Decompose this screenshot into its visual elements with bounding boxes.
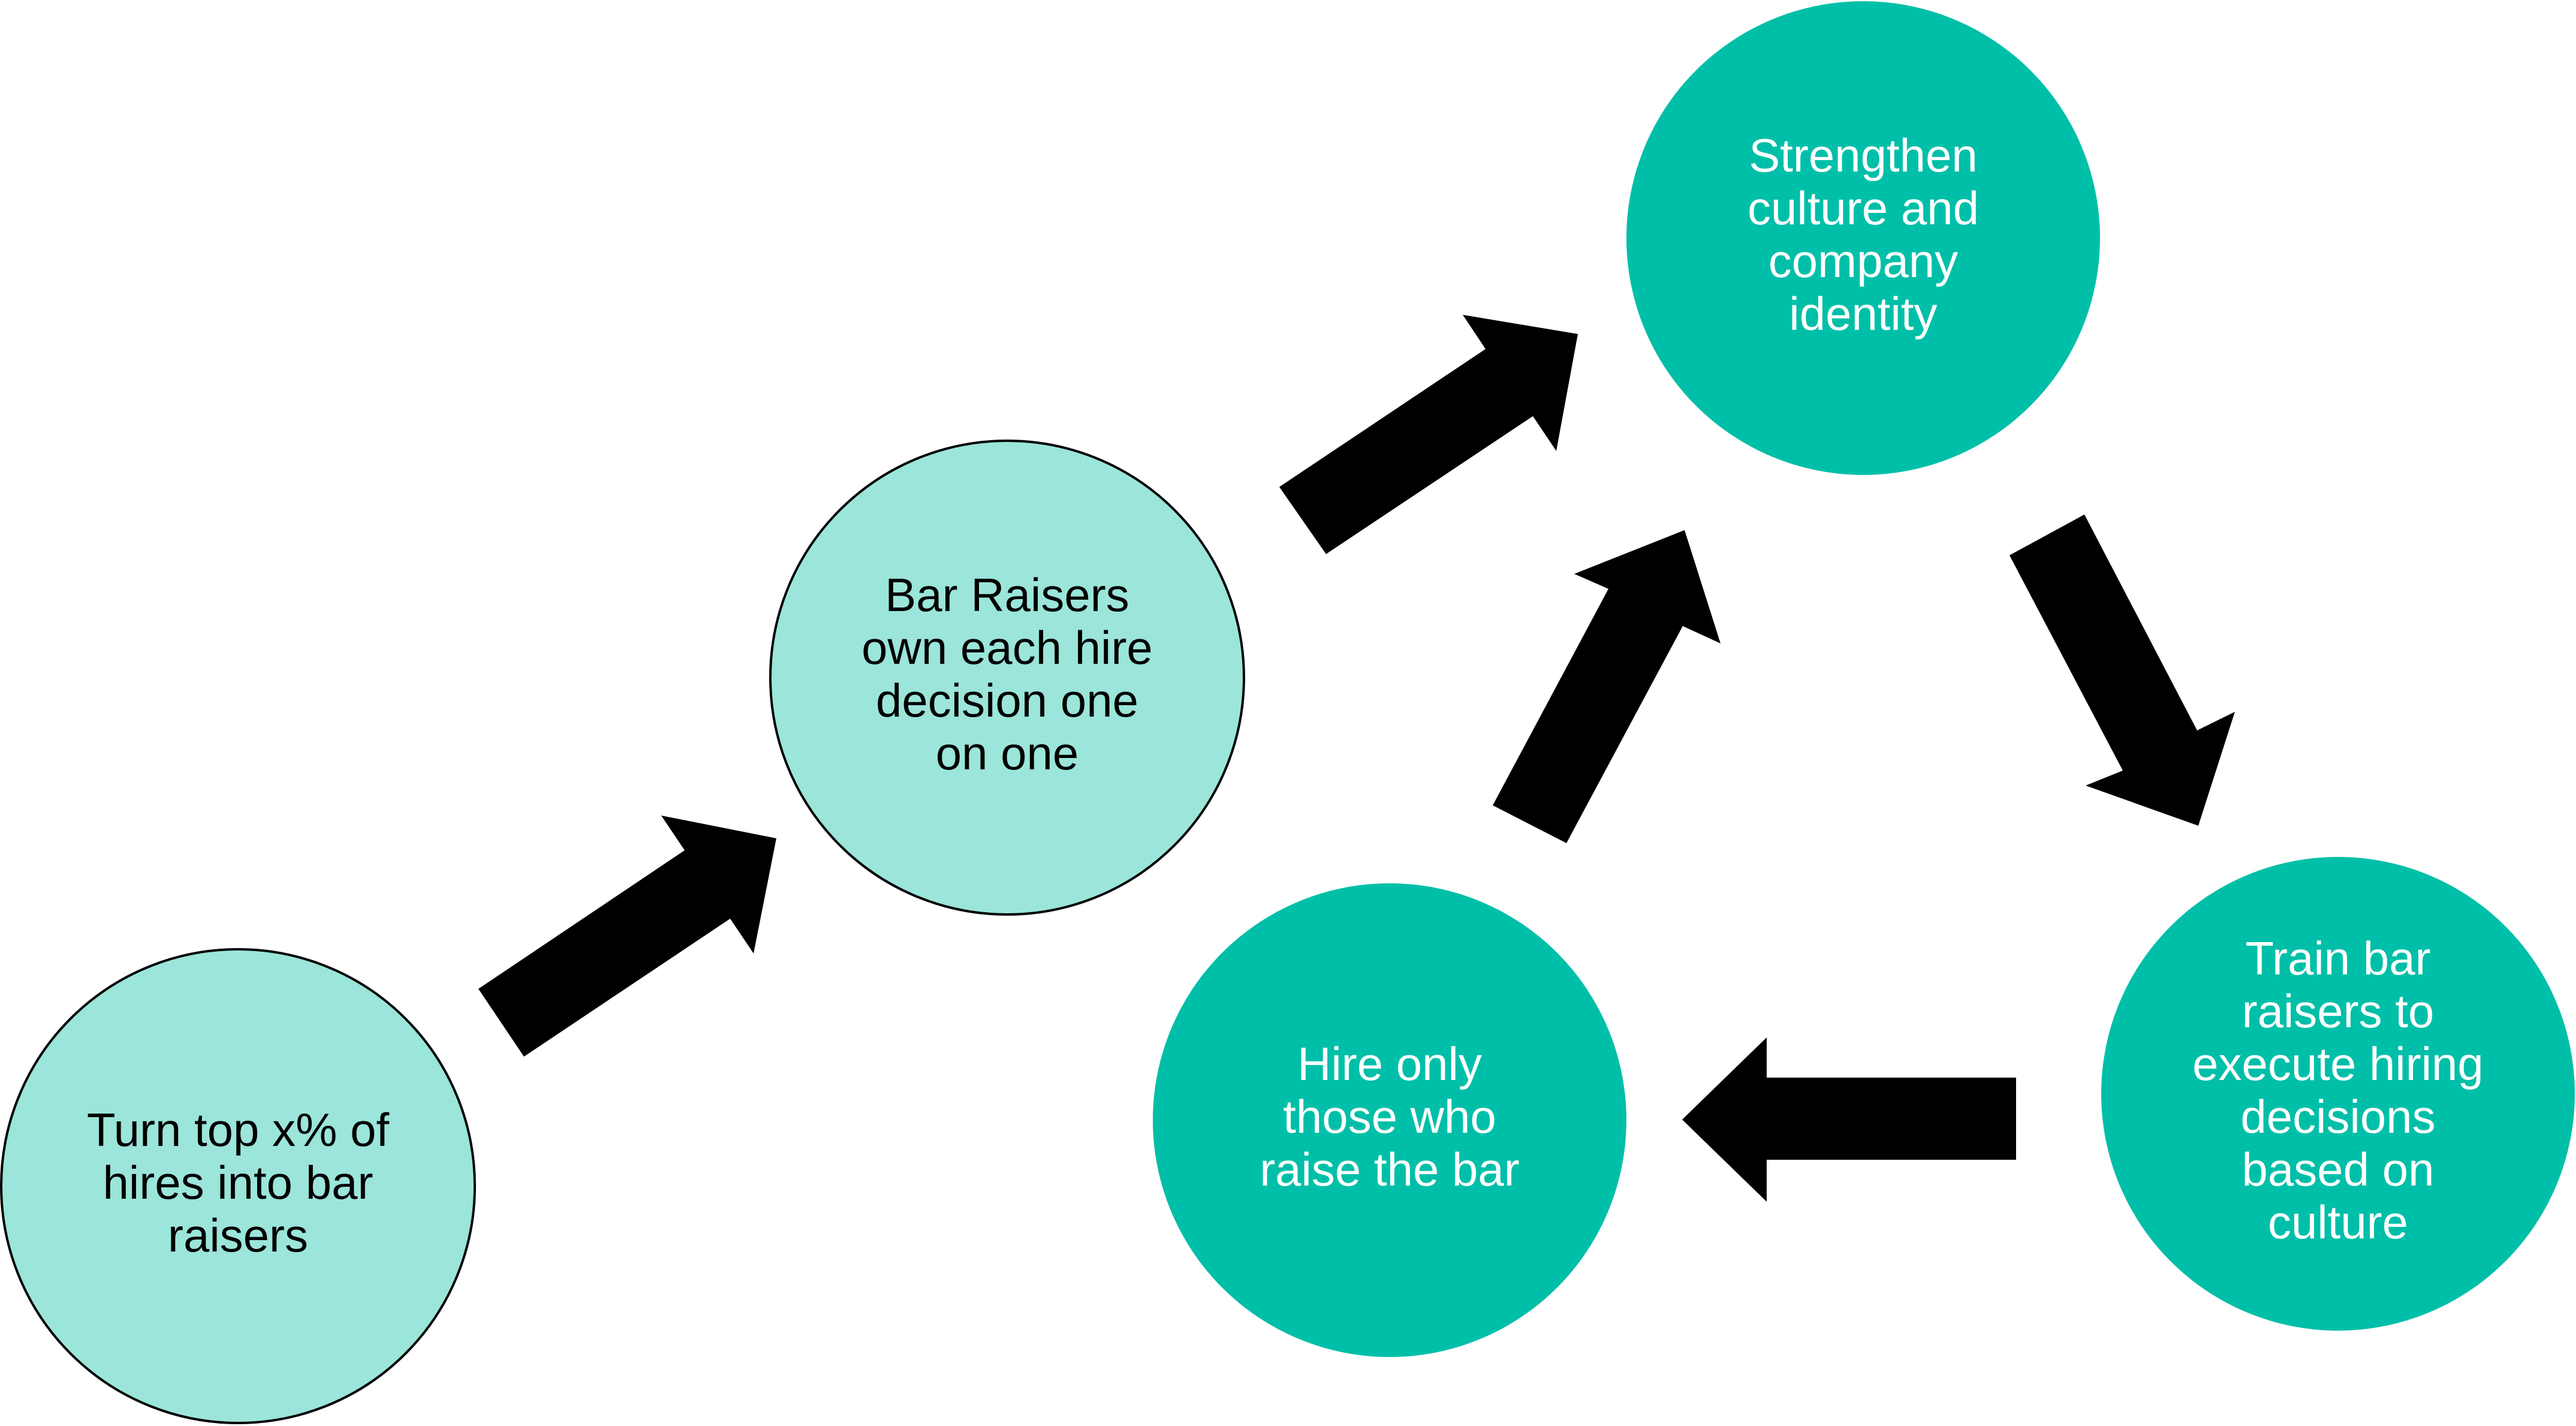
turn-top-label-line: hires into bar xyxy=(103,1156,373,1209)
train-label-line: decisions xyxy=(2240,1090,2435,1143)
hire-only-label-line: raise the bar xyxy=(1260,1143,1520,1196)
strengthen-label-line: culture and xyxy=(1748,182,1979,234)
strengthen-label-line: identity xyxy=(1789,287,1937,340)
strengthen-label-line: company xyxy=(1768,234,1959,287)
bar-raisers-label-line: decision one xyxy=(876,674,1138,727)
turn-top-label-line: raisers xyxy=(168,1209,308,1262)
node-hire-only-circle xyxy=(1153,883,1626,1357)
turn-top-label-line: Turn top x% of xyxy=(87,1103,390,1156)
node-strengthen-circle xyxy=(1626,1,2100,475)
bar-raisers-label-line: own each hire xyxy=(861,621,1153,674)
arrow-strengthen-to-train xyxy=(2009,515,2235,826)
arrow-turn-top-to-bar-raisers xyxy=(478,816,776,1057)
node-bar-raisers-circle xyxy=(769,440,1245,916)
hire-only-label-line: Hire only xyxy=(1297,1037,1482,1090)
train-label-line: Train bar xyxy=(2245,932,2430,985)
train-label-line: raisers to xyxy=(2242,985,2435,1037)
train-label-line: culture xyxy=(2268,1196,2408,1248)
strengthen-label-line: Strengthen xyxy=(1749,129,1978,182)
train-label-line: execute hiring xyxy=(2192,1037,2484,1090)
arrow-bar-raisers-to-strengthen xyxy=(1279,315,1578,554)
bar-raisers-label-line: Bar Raisers xyxy=(885,568,1129,621)
train-label-line: based on xyxy=(2242,1143,2435,1196)
node-turn-top-circle xyxy=(0,948,476,1424)
node-train-circle xyxy=(2101,857,2575,1331)
arrow-hire-only-to-strengthen xyxy=(1493,530,1721,843)
hire-only-label-line: those who xyxy=(1283,1090,1496,1143)
bar-raisers-label-line: on one xyxy=(936,727,1079,780)
arrow-train-to-hire-only xyxy=(1682,1037,2016,1202)
